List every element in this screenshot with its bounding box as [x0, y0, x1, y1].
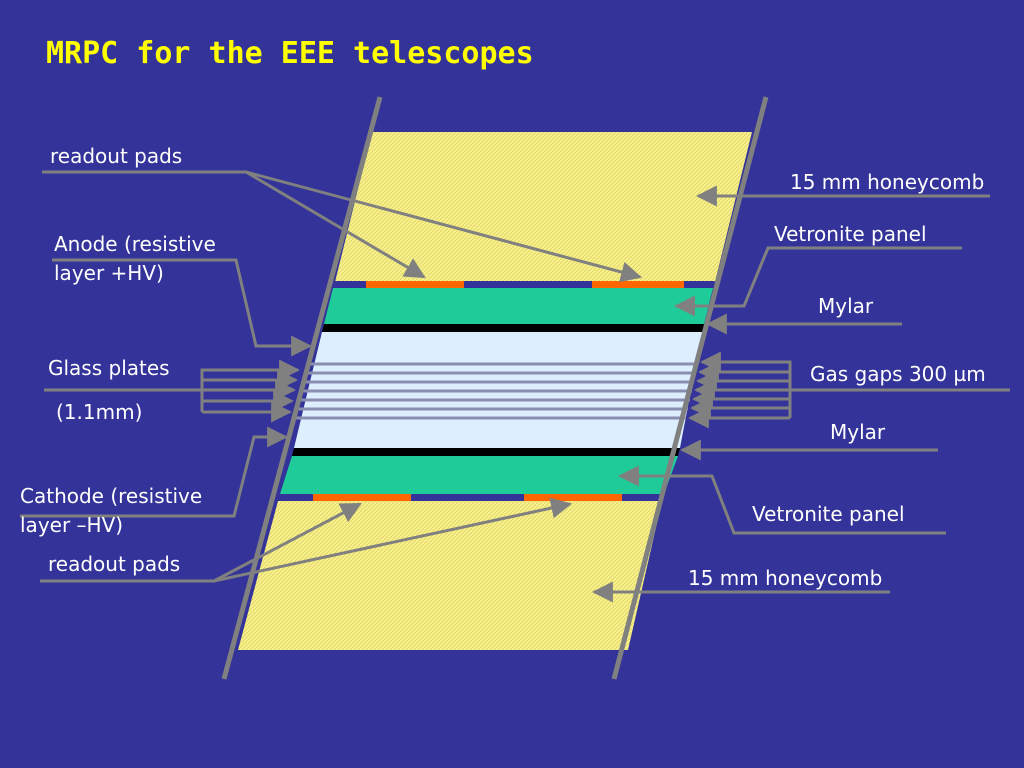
label-cathode-line1: Cathode (resistive — [20, 484, 203, 508]
label-gas-gaps: Gas gaps 300 µm — [810, 362, 986, 386]
label-mylar-bottom: Mylar — [830, 420, 886, 444]
label-cathode-line2: layer –HV) — [20, 513, 124, 537]
honeycomb-top — [335, 132, 752, 282]
mylar-bottom — [292, 448, 680, 456]
slide-title: MRPC for the EEE telescopes — [46, 36, 534, 71]
readout-pad-bottom-2 — [524, 494, 622, 501]
label-mylar-top: Mylar — [818, 294, 874, 318]
readout-pad-top-1 — [366, 281, 464, 288]
leader-lines-left — [20, 170, 643, 583]
gas-gap-lines — [296, 362, 697, 420]
leader-vetronite-top — [673, 246, 962, 317]
mylar-top — [322, 324, 704, 332]
label-vetronite-top: Vetronite panel — [774, 222, 927, 246]
vetronite-panel-top — [324, 288, 713, 324]
label-vetronite-bottom: Vetronite panel — [752, 502, 905, 526]
vetronite-panel-bottom — [280, 456, 678, 494]
label-honeycomb-top: 15 mm honeycomb — [790, 170, 985, 194]
leader-anode — [52, 258, 313, 357]
readout-pad-top-2 — [592, 281, 684, 288]
leader-lines-right — [591, 185, 1010, 603]
label-glass-plates: Glass plates — [48, 356, 170, 380]
label-anode-line2: layer +HV) — [54, 261, 164, 285]
label-glass-thickness: (1.1mm) — [56, 400, 143, 424]
readout-pad-bottom-1 — [313, 494, 411, 501]
label-anode-line1: Anode (resistive — [54, 232, 216, 256]
frame-left — [221, 96, 383, 680]
frame-right — [611, 96, 769, 680]
label-honeycomb-bottom: 15 mm honeycomb — [688, 566, 883, 590]
leader-vetronite-bottom — [617, 465, 946, 535]
honeycomb-bottom — [238, 501, 662, 650]
leader-cathode — [20, 426, 289, 518]
leader-gas-gaps — [699, 351, 1010, 392]
label-readout-pads-bottom: readout pads — [48, 552, 181, 576]
label-readout-pads-top: readout pads — [50, 144, 183, 168]
